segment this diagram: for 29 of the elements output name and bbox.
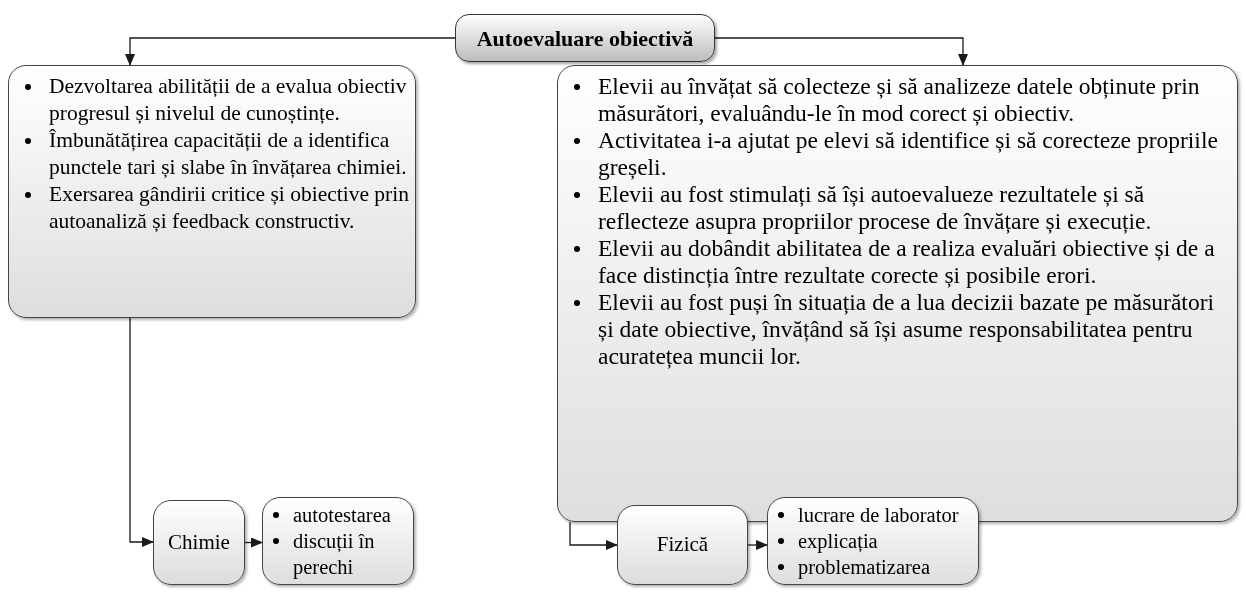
subject-box [617, 505, 748, 585]
bullet-item: Îmbunătățirea capacității de a identifica punctele tari și slabe în învățarea chimiei. [49, 127, 408, 181]
arrow [129, 317, 154, 547]
bullet-item: lucrare de laborator [798, 503, 959, 528]
bullet-list-box [557, 65, 1238, 522]
bullet-item: Elevii au învățat să colecteze și să analizeze datele obținute prin măsurători, evaluându-le în mod corect și obiectiv. [598, 73, 1201, 127]
subject-label: Fizică [656, 531, 709, 559]
bullet-item: discuții în perechi [293, 529, 376, 580]
bullet-item: Exersarea gândirii critice și obiective prin autoanaliză și feedback constructiv. [49, 181, 409, 235]
subject-label: Chimie [168, 528, 230, 556]
arrow [714, 37, 968, 66]
bullet-item: Activitatea i-a ajutat pe elevi să identifice și să corecteze propriile greșeli. [598, 127, 1219, 181]
bullet-item: Elevii au fost stimulați să își autoevalueze rezultatele și să reflecteze asupra propriilor procese de învățare și execuție. [598, 181, 1153, 235]
bullet-item: autotestarea [293, 503, 391, 528]
arrow [244, 537, 263, 548]
bullet-list-box [767, 497, 979, 585]
arrow [747, 540, 768, 550]
bullet-item: Elevii au fost puși în situația de a lua decizii bazate pe măsurători și date obiective, învățând să își asume responsabilitatea pentru acuratețea muncii lor. [598, 289, 1215, 370]
bullet-item: Dezvoltarea abilității de a evalua obiectiv progresul și nivelul de cunoștințe. [49, 73, 408, 127]
title-text: Autoevaluare obiectivă [476, 24, 694, 53]
bullet-list-box [8, 65, 416, 318]
title-box [455, 14, 715, 62]
bullet-list-box [262, 497, 414, 585]
bullet-item: explicația [798, 529, 878, 554]
bullet-item: Elevii au dobândit abilitatea de a realiza evaluări obiective și de a face distincția între rezultate corecte și posibile erori. [598, 235, 1216, 289]
arrow [569, 521, 618, 550]
bullet-item: problematizarea [798, 555, 931, 580]
subject-box [153, 500, 245, 585]
arrow [125, 37, 456, 66]
